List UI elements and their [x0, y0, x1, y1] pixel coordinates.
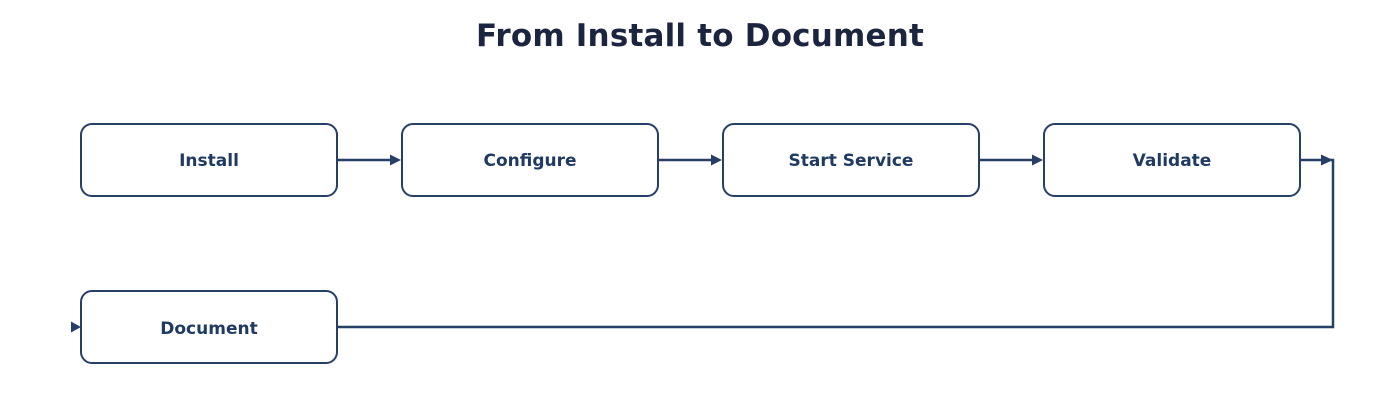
node-validate-label: Validate	[1133, 151, 1212, 171]
node-install-box	[80, 123, 338, 197]
arrowhead-start-service-validate	[1032, 154, 1043, 166]
node-install[interactable]: Install	[80, 123, 338, 197]
diagram-title: From Install to Document	[475, 18, 925, 54]
edge-validate-document	[338, 158, 1335, 329]
arrowhead-configure-start-service	[711, 154, 722, 166]
node-start-service[interactable]: Start Service	[722, 123, 980, 197]
node-document-box	[80, 290, 338, 364]
node-document[interactable]: Document	[80, 290, 338, 364]
node-configure-label: Configure	[483, 151, 576, 171]
node-validate-box	[1043, 123, 1301, 197]
arrowhead-install-configure	[390, 154, 401, 166]
node-document-label: Document	[160, 319, 257, 339]
node-start-service-label: Start Service	[789, 151, 914, 171]
node-validate[interactable]: Validate	[1043, 123, 1301, 197]
node-configure[interactable]: Configure	[401, 123, 659, 197]
node-install-label: Install	[179, 151, 239, 171]
arrowhead-validate-document	[71, 321, 81, 333]
arrowhead-validate-turn	[1321, 154, 1333, 166]
node-start-service-box	[722, 123, 980, 197]
node-configure-box	[401, 123, 659, 197]
edges	[71, 154, 1335, 333]
